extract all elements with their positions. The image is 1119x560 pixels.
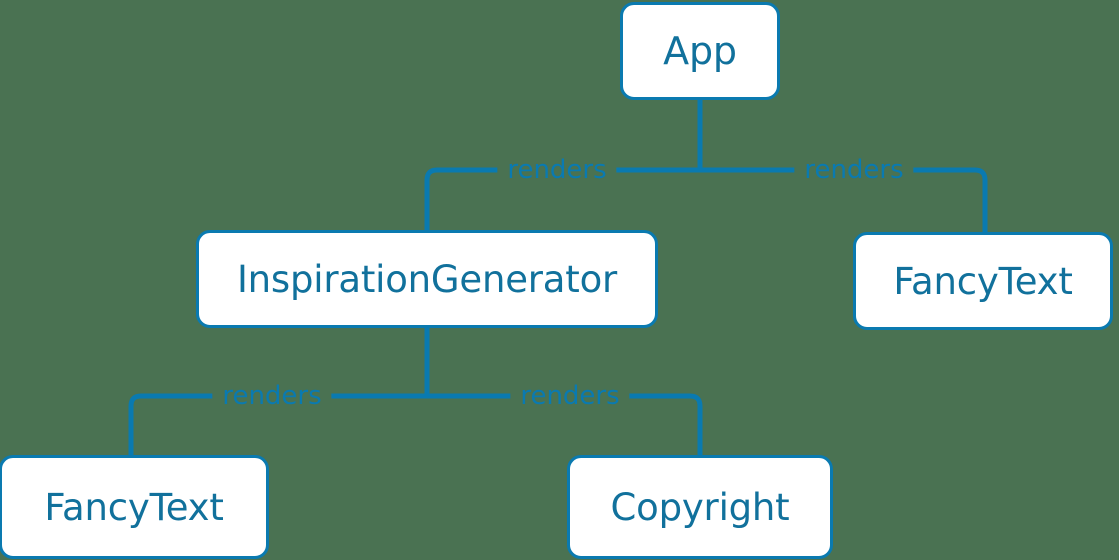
edge-label-inspiration-generator-to-copyright: renders <box>510 383 630 409</box>
edge-app-to-inspiration-generator <box>424 167 700 230</box>
node-fancy-text-right[interactable]: FancyText <box>853 232 1113 330</box>
edge-label-app-to-inspiration-generator: renders <box>497 157 617 183</box>
edge-label-app-to-fancy-text: renders <box>794 157 914 183</box>
edge-inspiration-generator-to-fancy-text <box>128 393 427 455</box>
node-fancy-text-bottom-left-label: FancyText <box>44 485 224 529</box>
node-copyright-label: Copyright <box>610 485 790 529</box>
node-fancy-text-right-label: FancyText <box>893 259 1073 303</box>
edge-app-to-fancy-text-right <box>700 167 988 232</box>
edge-inspiration-generator-to-copyright <box>427 393 703 455</box>
node-inspiration-generator-label: InspirationGenerator <box>236 257 618 301</box>
edge-label-inspiration-generator-to-fancy-text: renders <box>212 383 332 409</box>
node-copyright[interactable]: Copyright <box>567 455 833 559</box>
node-inspiration-generator[interactable]: InspirationGenerator <box>196 230 658 328</box>
node-app[interactable]: App <box>620 2 780 100</box>
node-app-label: App <box>663 29 737 73</box>
node-fancy-text-bottom-left[interactable]: FancyText <box>0 455 269 559</box>
